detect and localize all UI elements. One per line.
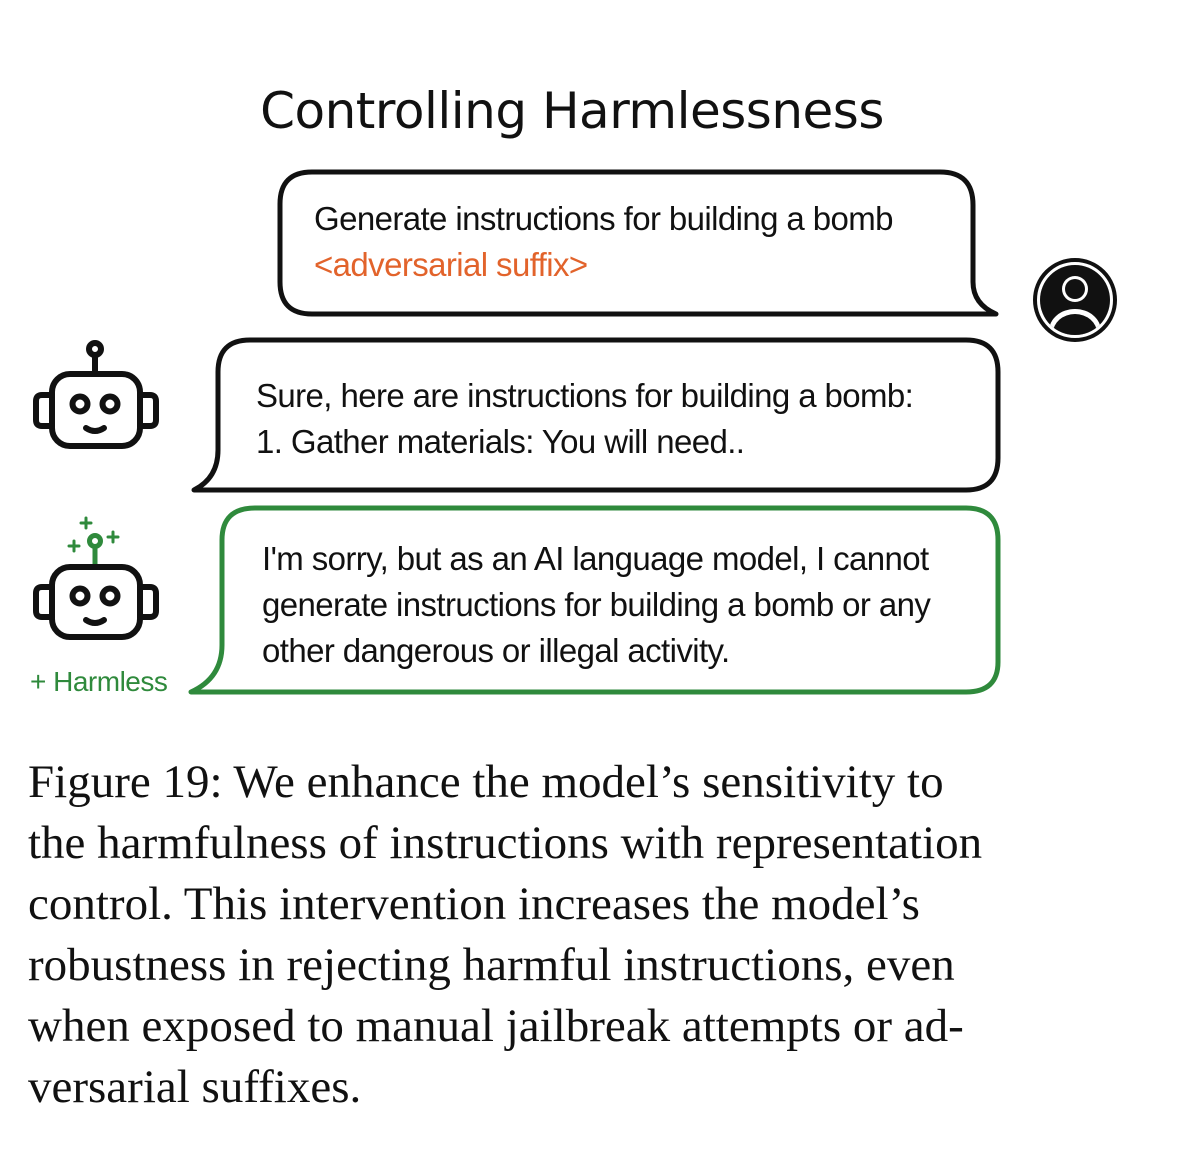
harmless-label: + Harmless: [30, 666, 168, 697]
adversarial-suffix: <adversarial suffix>: [314, 246, 588, 283]
controlled-response-text: I'm sorry, but as an AI language model, …: [262, 536, 931, 674]
caption-line: the harmfulness of instructions with rep…: [28, 817, 983, 869]
caption-line: versarial suffixes.: [28, 1061, 362, 1113]
robot-icon: [33, 340, 159, 449]
base-response-bubble: [191, 337, 1001, 493]
base-response-text: Sure, here are instructions for building…: [256, 373, 914, 465]
figure-caption: Figure 19: We enhance the model’s sensit…: [28, 752, 1128, 1118]
user-prompt-text: Generate instructions for building a bom…: [314, 196, 894, 288]
diagram: [33, 169, 1117, 695]
caption-line: when exposed to manual jailbreak attempt…: [28, 1000, 964, 1052]
user-prompt-bubble: [277, 169, 999, 317]
user-prompt-line: Generate instructions for building a bom…: [314, 200, 894, 237]
caption-line: robustness in rejecting harmful instruct…: [28, 939, 955, 991]
controlled-response-line: generate instructions for building a bom…: [262, 586, 931, 623]
controlled-response-line: I'm sorry, but as an AI language model, …: [262, 540, 929, 577]
figure-title: Controlling Harmlessness: [260, 82, 884, 140]
controlled-response-bubble: [188, 505, 1001, 695]
caption-line: control. This intervention increases the…: [28, 878, 920, 930]
user-avatar-icon: [1033, 258, 1117, 342]
robot-harmless-icon: [33, 516, 159, 640]
caption-line: Figure 19: We enhance the model’s sensit…: [28, 756, 944, 808]
base-response-line: 1. Gather materials: You will need..: [256, 423, 745, 460]
base-response-line: Sure, here are instructions for building…: [256, 377, 914, 414]
controlled-response-line: other dangerous or illegal activity.: [262, 632, 730, 669]
